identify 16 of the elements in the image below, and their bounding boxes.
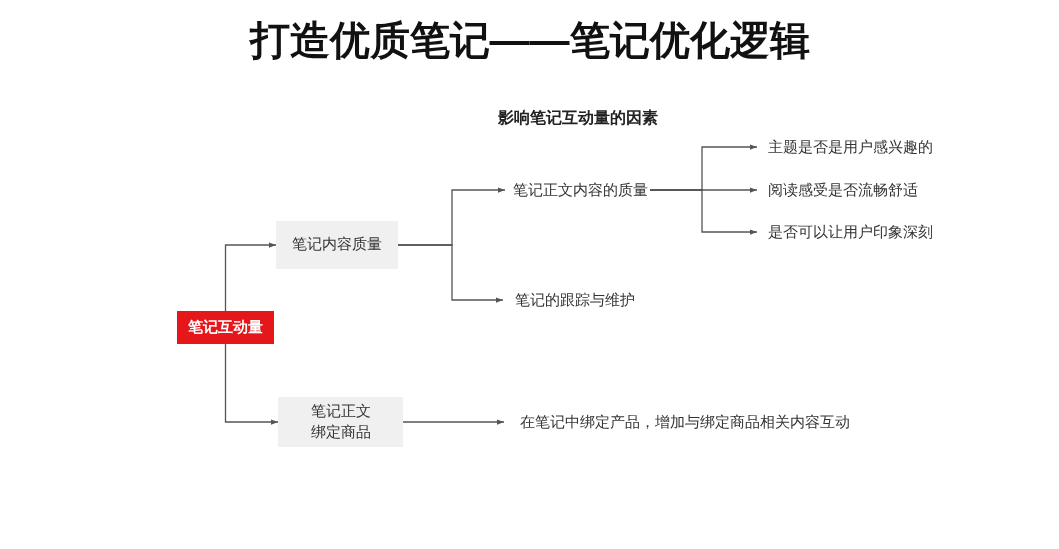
arrow xyxy=(402,419,505,425)
arrow xyxy=(224,343,279,425)
arrow xyxy=(649,189,758,235)
diagram-title: 打造优质笔记——笔记优化逻辑 xyxy=(249,17,810,64)
factor-text: 笔记正文内容的质量 xyxy=(505,180,650,200)
factor-text: 阅读感受是否流畅舒适 xyxy=(757,180,917,200)
section-heading: 影响笔记互动量的因素 xyxy=(498,108,658,128)
category-box: 笔记正文绑定商品 xyxy=(278,397,403,447)
factor-text: 在笔记中绑定产品，增加与绑定商品相关内容互动 xyxy=(504,412,849,432)
factor-text: 主题是否是用户感兴趣的 xyxy=(757,137,932,157)
arrow xyxy=(224,242,277,312)
arrow xyxy=(397,244,504,303)
factor-text: 是否可以让用户印象深刻 xyxy=(757,222,932,242)
category-box: 笔记内容质量 xyxy=(276,221,398,269)
metric-box: 笔记互动量 xyxy=(177,311,274,344)
factor-text: 笔记的跟踪与维护 xyxy=(503,290,633,310)
